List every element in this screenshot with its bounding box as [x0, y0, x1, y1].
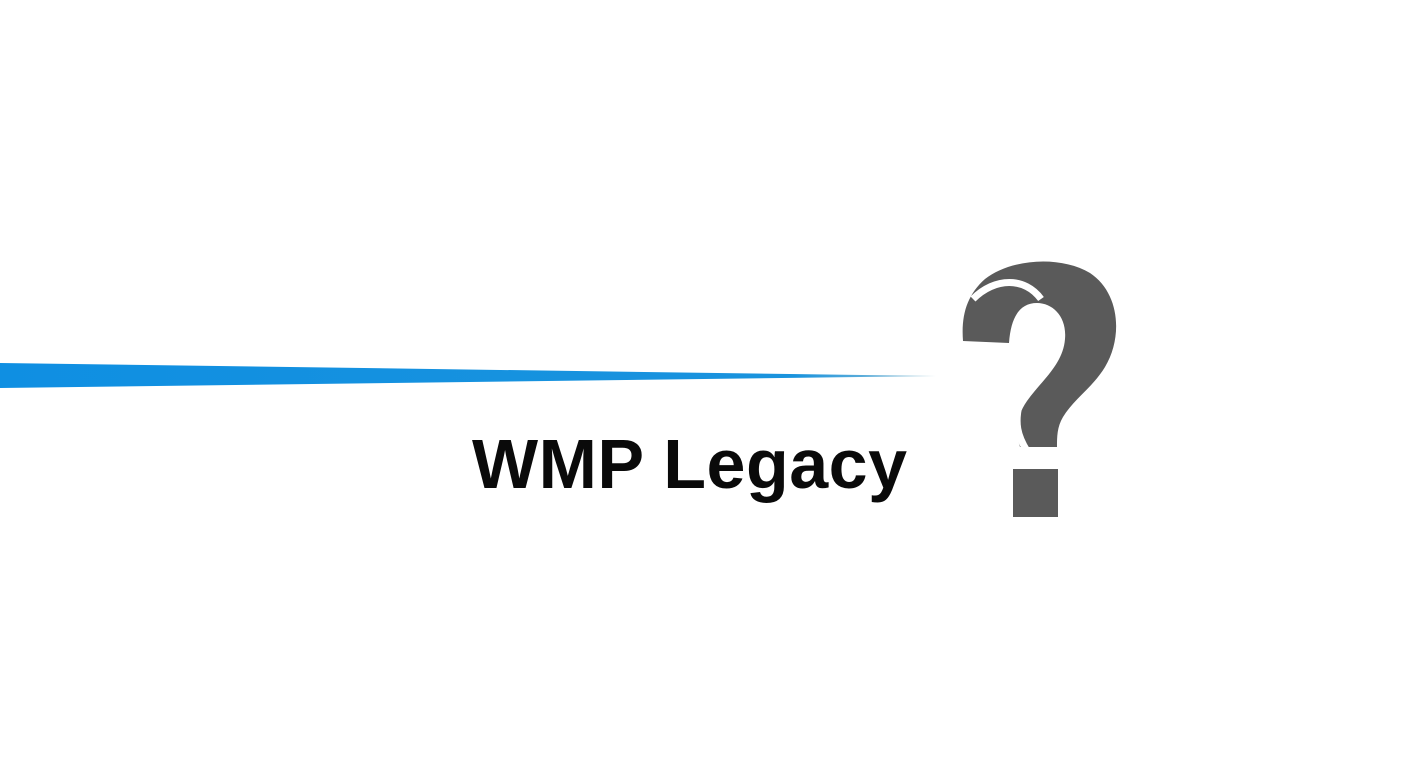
question-mark-icon	[962, 261, 1117, 517]
page-title: WMP Legacy	[472, 425, 908, 503]
tapering-line-icon	[0, 363, 936, 388]
